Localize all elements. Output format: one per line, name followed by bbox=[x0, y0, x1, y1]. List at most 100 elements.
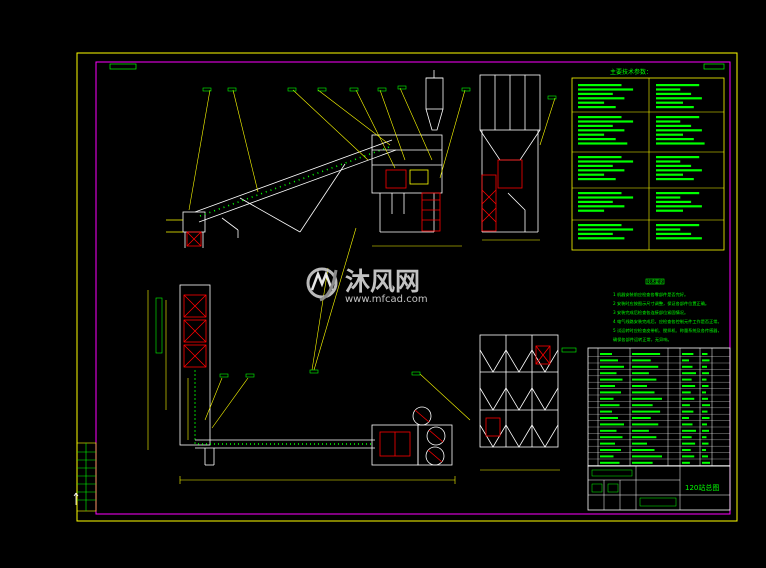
parts-row-cell bbox=[682, 353, 694, 355]
param-row-bar bbox=[656, 116, 700, 119]
leader-lines-plan bbox=[187, 267, 471, 440]
param-row-bar bbox=[578, 88, 634, 91]
parts-row-cell bbox=[682, 410, 694, 413]
param-row-bar bbox=[578, 156, 622, 159]
watermark-brand: 沐风网 bbox=[345, 267, 420, 296]
parts-row-cell bbox=[682, 461, 690, 464]
parts-row-cell bbox=[632, 404, 653, 407]
param-row-bar bbox=[578, 120, 634, 123]
param-row-bar bbox=[656, 124, 692, 127]
parts-row-cell bbox=[632, 410, 661, 413]
elevation-view bbox=[166, 70, 557, 371]
parts-row-cell bbox=[682, 455, 695, 458]
param-row-bar bbox=[656, 205, 702, 208]
param-row-bar bbox=[656, 156, 700, 159]
parts-row-cell bbox=[682, 442, 696, 445]
left-side-strip bbox=[76, 442, 97, 512]
parts-row-cell bbox=[702, 455, 708, 458]
param-row-bar bbox=[578, 129, 625, 132]
parts-row-cell bbox=[702, 417, 710, 419]
parts-row-cell bbox=[600, 365, 624, 368]
param-row-bar bbox=[656, 232, 692, 235]
drawing-name: 120站总图 bbox=[685, 483, 719, 492]
param-row-bar bbox=[656, 209, 683, 212]
parts-row-cell bbox=[702, 461, 710, 464]
technical-notes: 技术要求 1 机器安装前应检查各零部件是否完好。 2 安装时应按图示尺寸调整，保… bbox=[613, 278, 722, 343]
param-row-bar bbox=[656, 120, 681, 123]
parts-row-cell bbox=[632, 359, 651, 362]
parts-list bbox=[587, 347, 731, 467]
note-line-5: 5 试运转时应检查皮带机、搅拌机、称量系统及各传感器， bbox=[613, 327, 722, 334]
param-row-bar bbox=[578, 92, 613, 95]
parts-row-cell bbox=[600, 429, 617, 432]
parts-row-cell bbox=[682, 404, 690, 407]
conveyor-rollers bbox=[199, 145, 393, 217]
param-row-bar bbox=[578, 237, 625, 240]
param-row-bar bbox=[578, 228, 634, 231]
param-row-bar bbox=[578, 178, 616, 181]
parts-row-cell bbox=[600, 359, 618, 362]
param-row-bar bbox=[656, 138, 694, 141]
parts-row-cell bbox=[702, 397, 708, 400]
param-row-bar bbox=[656, 142, 705, 145]
parts-row-cell bbox=[632, 461, 653, 464]
parts-row-cell bbox=[600, 442, 615, 445]
silo-front-tag bbox=[561, 347, 577, 353]
parts-row-cell bbox=[682, 391, 691, 394]
parts-row-cell bbox=[600, 397, 614, 400]
plan-belt-conveyor bbox=[195, 439, 375, 466]
param-row-bar bbox=[578, 106, 616, 109]
parts-row-cell bbox=[682, 417, 689, 419]
param-row-bar bbox=[578, 160, 634, 163]
parts-row-cell bbox=[632, 372, 649, 375]
plan-dimension-lines bbox=[147, 290, 456, 484]
plan-mixer-building bbox=[371, 406, 453, 466]
parts-row-cell bbox=[702, 442, 709, 445]
parts-row-cell bbox=[632, 417, 651, 419]
top-left-tag bbox=[109, 63, 137, 70]
tech-params-title: 主要技术参数： bbox=[610, 68, 652, 76]
parts-row-cell bbox=[600, 385, 615, 387]
parts-row-cell bbox=[702, 449, 706, 451]
param-row-bar bbox=[656, 129, 702, 132]
param-row-bar bbox=[578, 192, 622, 195]
parts-row-cell bbox=[632, 378, 657, 381]
param-row-bar bbox=[656, 196, 681, 199]
parts-row-cell bbox=[682, 359, 689, 362]
parts-row-cell bbox=[682, 429, 696, 432]
parts-row-cell bbox=[682, 372, 696, 375]
parts-row-cell bbox=[682, 436, 692, 439]
parts-row-cell bbox=[632, 436, 657, 439]
param-row-bar bbox=[656, 192, 700, 195]
param-row-bar bbox=[578, 196, 634, 199]
param-row-bar bbox=[656, 228, 681, 231]
param-row-bar bbox=[578, 224, 622, 227]
param-row-bar bbox=[578, 205, 625, 208]
note-line-4: 4 电气线路安装完成后，应检查各控制元件工作是否正常。 bbox=[613, 318, 722, 325]
parts-row-cell bbox=[600, 417, 618, 419]
parts-row-cell bbox=[600, 436, 623, 439]
param-row-bar bbox=[578, 101, 605, 104]
param-row-bar bbox=[656, 224, 700, 227]
param-row-bar bbox=[578, 142, 628, 145]
param-row-bar bbox=[578, 232, 613, 235]
parts-row-cell bbox=[702, 429, 709, 432]
param-row-bar bbox=[578, 97, 625, 100]
param-row-bar bbox=[656, 173, 683, 176]
parts-row-cell bbox=[682, 397, 695, 400]
inner-border bbox=[95, 61, 731, 515]
mfcad-logo-icon bbox=[306, 267, 338, 302]
parts-row-cell bbox=[632, 391, 655, 394]
param-row-bar bbox=[656, 237, 702, 240]
param-row-bar bbox=[656, 133, 683, 136]
param-row-bar bbox=[656, 84, 700, 87]
note-line-6: 确保各部件运转正常，无异响。 bbox=[613, 336, 672, 343]
axis-arrow-icon bbox=[73, 492, 79, 505]
param-row-bar bbox=[578, 173, 605, 176]
param-row-bar bbox=[656, 88, 681, 91]
notes-title: 技术要求 bbox=[647, 278, 663, 284]
param-row-bar bbox=[578, 116, 622, 119]
param-row-bar bbox=[578, 164, 613, 167]
parts-row-cell bbox=[682, 378, 692, 381]
param-row-bar bbox=[578, 169, 625, 172]
